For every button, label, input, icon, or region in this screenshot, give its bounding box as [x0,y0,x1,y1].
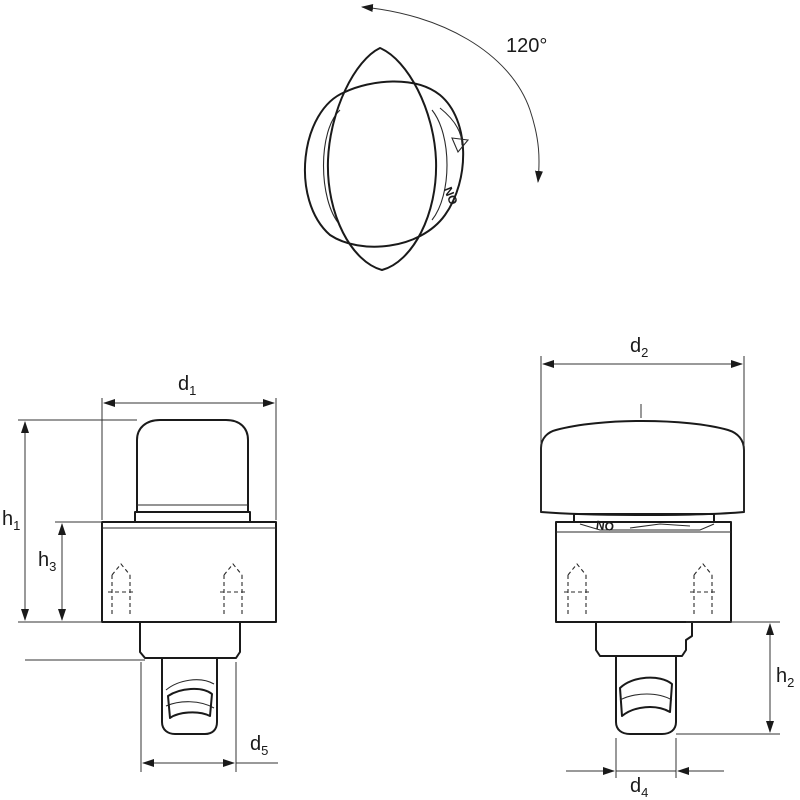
right-pin-b [690,563,716,614]
right-knob-mark: NO [595,518,615,534]
left-pin-b [220,563,246,614]
left-view: d1 h1 h3 d5 [2,373,278,772]
left-lower-shaft [139,621,241,659]
left-pin-a [108,563,134,614]
disc-arrow-head-icon [451,137,470,154]
d4-label: d4 [630,775,648,800]
h1-label: h1 [2,508,20,533]
left-pin-end [161,657,218,735]
knob-mark: NO [441,185,461,207]
right-lower-shaft [595,621,693,657]
base-disc-inner-right [431,109,448,221]
h3-label: h3 [38,549,56,574]
d1-label: d1 [178,373,196,398]
right-arrow-mark-icon [629,523,691,529]
rotation-arrow [361,4,543,183]
left-body [101,521,277,623]
d5-label: d5 [250,733,268,758]
d2-label: d2 [630,335,648,360]
rotation-angle-label: 120° [506,35,547,57]
right-knob [540,420,745,516]
right-pin-a [564,563,590,614]
top-view: NO 120° [303,4,547,271]
left-neck [134,511,251,523]
right-pin-end [615,655,677,735]
left-knob-cap [136,419,249,513]
right-body [555,521,732,623]
right-view: NO d2 h2 [540,335,794,800]
h2-label: h2 [776,665,794,690]
